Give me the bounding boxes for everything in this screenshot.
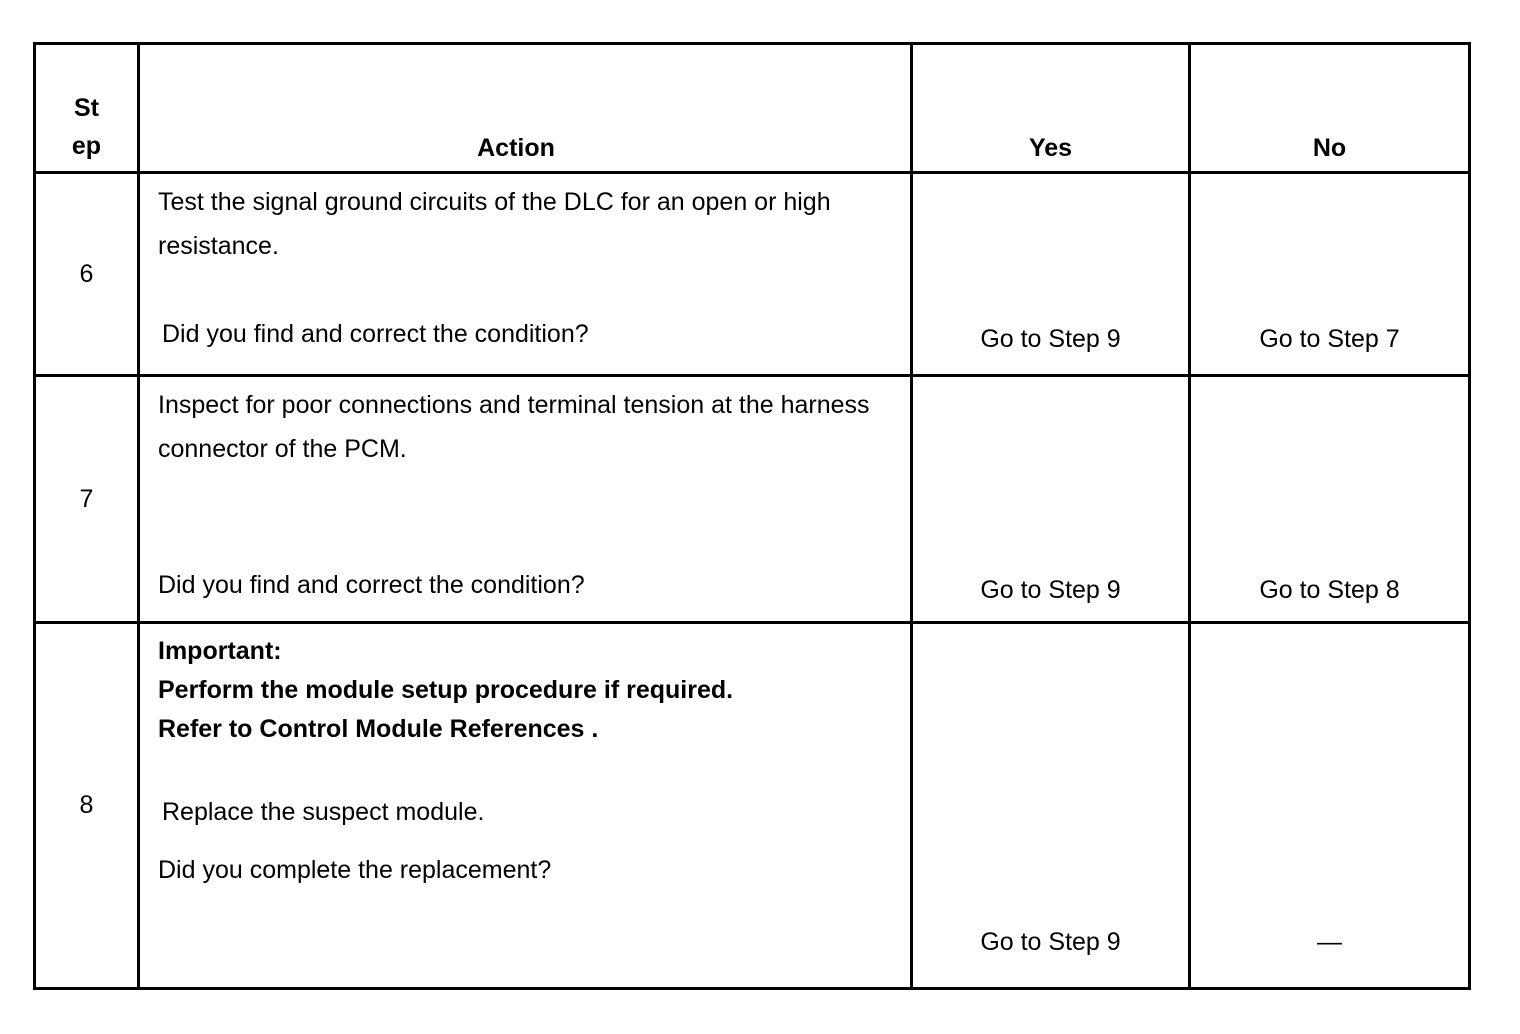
action-important-note: Important: Perform the module setup proc… [158,637,734,743]
table-header: St ep Action Yes No [33,42,1471,174]
no-answer-cell: — [1188,621,1471,990]
step-number: 8 [79,791,94,819]
yes-answer-cell: Go to Step 9 [910,171,1191,377]
step-number-cell: 6 [33,171,140,377]
table-row: 8 Important: Perform the module setup pr… [33,621,1471,990]
step-number-cell: 7 [33,374,140,624]
step-number-cell: 8 [33,621,140,990]
column-header-step-line1: St [74,94,99,122]
action-cell: Important: Perform the module setup proc… [137,621,913,990]
yes-answer-text: Go to Step 9 [980,325,1121,353]
column-header-action-label: Action [477,134,555,162]
yes-answer-cell: Go to Step 9 [910,621,1191,990]
action-cell: Test the signal ground circuits of the D… [137,171,913,377]
action-content: Important: Perform the module setup proc… [140,624,910,987]
table-row: 7 Inspect for poor connections and termi… [33,374,1471,624]
step-number: 7 [79,484,94,513]
step-number: 6 [79,259,94,288]
yes-answer-cell: Go to Step 9 [910,374,1191,624]
action-question: Did you find and correct the condition? [158,571,585,599]
column-header-step: St ep [33,42,140,174]
header-row: St ep Action Yes No [33,42,1471,174]
column-header-step-line2: ep [71,132,102,160]
column-header-yes: Yes [910,42,1191,174]
action-text: Inspect for poor connections and termina… [158,391,877,463]
action-content: Inspect for poor connections and termina… [140,377,910,621]
column-header-step-stack: St ep [36,89,137,165]
column-header-yes-label: Yes [1028,134,1073,162]
action-content: Test the signal ground circuits of the D… [140,174,910,374]
no-answer-text: Go to Step 7 [1259,325,1400,353]
action-question: Did you find and correct the condition? [162,320,589,348]
table-row: 6 Test the signal ground circuits of the… [33,171,1471,377]
diagnostic-table: St ep Action Yes No [33,42,1471,990]
no-answer-cell: Go to Step 8 [1188,374,1471,624]
yes-answer-text: Go to Step 9 [980,576,1121,604]
column-header-no: No [1188,42,1471,174]
column-header-action: Action [137,42,913,174]
column-header-no-label: No [1312,134,1347,162]
table-body: 6 Test the signal ground circuits of the… [33,171,1471,990]
no-answer-text: — [1317,928,1342,956]
no-answer-text: Go to Step 8 [1259,576,1400,604]
action-text: Test the signal ground circuits of the D… [158,188,838,260]
action-cell: Inspect for poor connections and termina… [137,374,913,624]
no-answer-cell: Go to Step 7 [1188,171,1471,377]
action-question: Did you complete the replacement? [158,856,552,884]
yes-answer-text: Go to Step 9 [980,928,1121,956]
action-text: Replace the suspect module. [162,798,485,826]
